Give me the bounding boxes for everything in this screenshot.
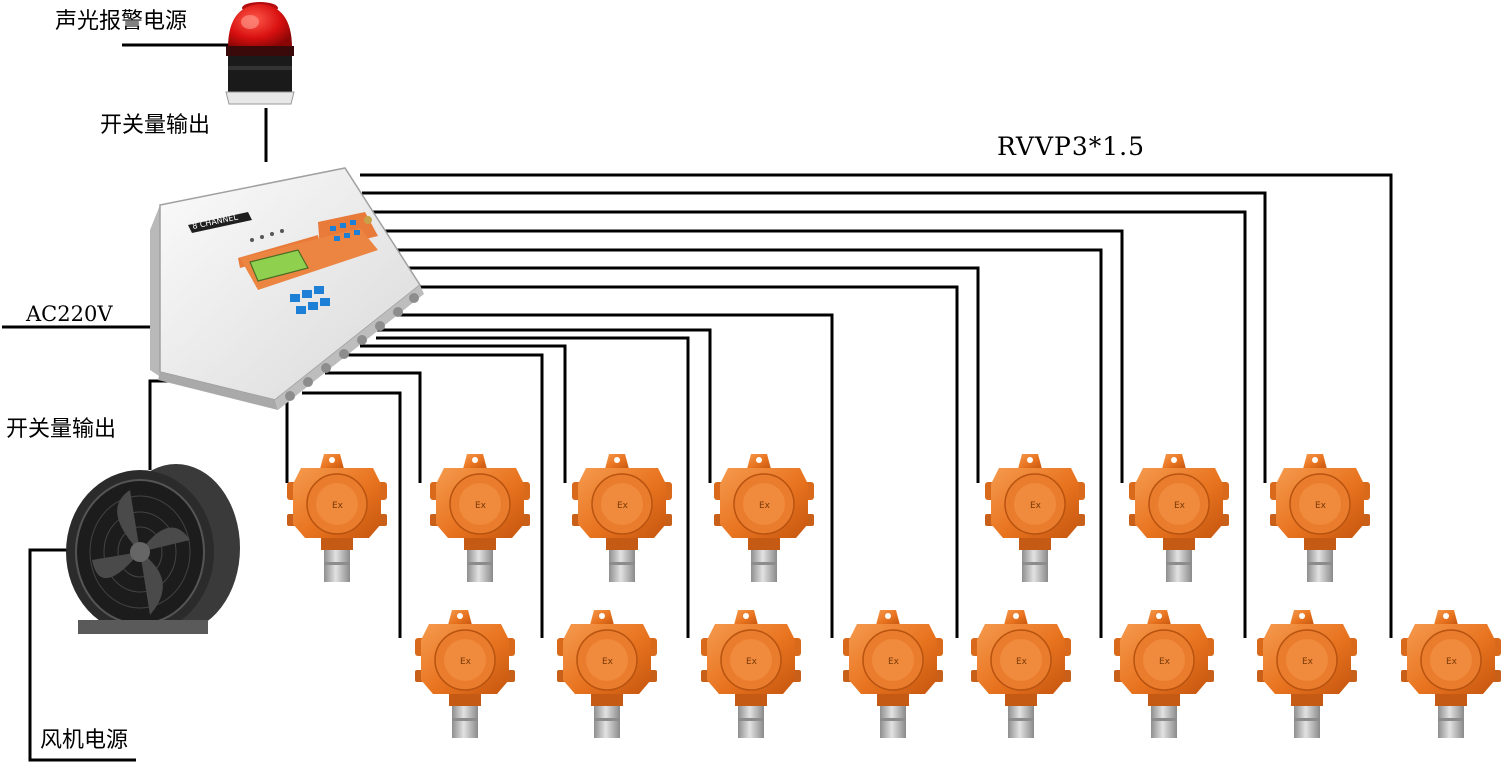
gas-detector-icon bbox=[713, 453, 815, 583]
axial-fan-icon bbox=[66, 464, 240, 634]
gas-detector-icon bbox=[571, 453, 673, 583]
alarm-power-label: 声光报警电源 bbox=[55, 9, 188, 34]
cable-spec-label: RVVP3*1.5 bbox=[997, 132, 1146, 161]
gas-detector-icon bbox=[429, 453, 531, 583]
gas-detector-icon bbox=[842, 609, 944, 739]
gas-detector-icon bbox=[1256, 609, 1358, 739]
ac-power-label: AC220V bbox=[26, 302, 113, 326]
switch-output-left-label: 开关量输出 bbox=[6, 417, 117, 442]
gas-detector-icon bbox=[984, 453, 1086, 583]
alarm-beacon-icon bbox=[225, 2, 295, 105]
gas-detector-icon bbox=[556, 609, 658, 739]
gas-detector-icon bbox=[414, 609, 516, 739]
gas-detector-icon bbox=[970, 609, 1072, 739]
wire-fan-power bbox=[28, 548, 136, 762]
gas-detector-icon bbox=[286, 453, 388, 583]
gas-detector-icon bbox=[1269, 453, 1371, 583]
gas-detectors bbox=[286, 453, 1502, 739]
switch-output-top-label: 开关量输出 bbox=[100, 113, 211, 138]
gas-detector-icon bbox=[1128, 453, 1230, 583]
fan-power-label: 风机电源 bbox=[40, 728, 129, 753]
gas-detector-icon bbox=[1113, 609, 1215, 739]
gas-controller-icon: 8 CHANNEL bbox=[150, 167, 424, 410]
wiring bbox=[2, 43, 1393, 762]
gas-detector-icon bbox=[1400, 609, 1502, 739]
detector-cables bbox=[285, 173, 1393, 638]
gas-detector-icon bbox=[700, 609, 802, 739]
